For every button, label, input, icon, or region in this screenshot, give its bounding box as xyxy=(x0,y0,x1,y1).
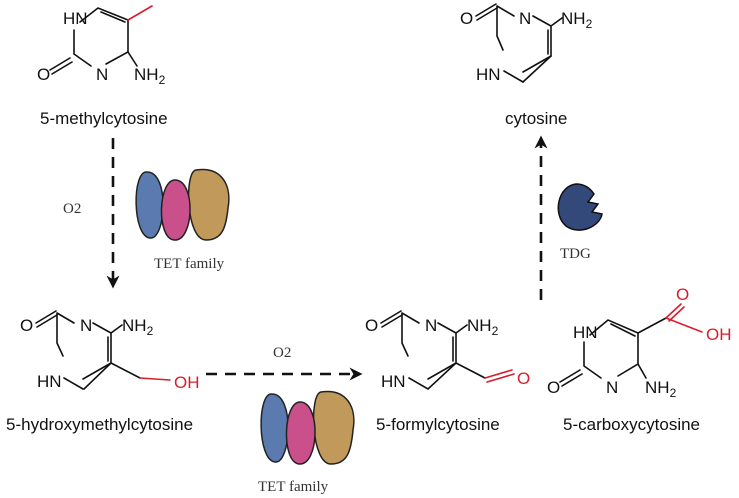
label-5-formylcytosine: 5-formylcytosine xyxy=(376,415,500,434)
double-bond xyxy=(610,323,636,337)
carboxyl-bonds xyxy=(665,303,703,333)
carbonyl-bond xyxy=(35,310,58,328)
tet-enzyme-icon xyxy=(135,168,230,241)
atom-nh2: NH2 xyxy=(561,9,593,31)
atom-n: N xyxy=(80,316,92,335)
atom-hn: HN xyxy=(63,9,88,28)
ring-bonds xyxy=(408,362,457,390)
atom-nh2: NH2 xyxy=(467,316,499,338)
cofactor-o2-step1: O2 xyxy=(63,201,81,217)
ring-bonds xyxy=(427,322,457,380)
molecule-5-carboxycytosine: O OH HN O N NH2 xyxy=(547,285,732,400)
atom-aldehyde-o: O xyxy=(517,369,530,388)
atom-oh: OH xyxy=(174,373,200,392)
atom-o: O xyxy=(547,378,560,397)
substituent-bonds xyxy=(637,317,667,379)
atom-carboxyl-o: O xyxy=(676,285,689,304)
atom-hn: HN xyxy=(381,372,406,391)
methyl-bond xyxy=(127,5,153,21)
tet-enzyme-icon xyxy=(260,390,355,465)
aldehyde-bond xyxy=(484,369,515,383)
molecule-5-methylcytosine: HN O N NH2 xyxy=(37,5,166,87)
ring-bonds xyxy=(589,319,639,377)
carbonyl-bond xyxy=(49,57,73,75)
atom-n: N xyxy=(606,378,618,397)
substituent-bonds xyxy=(110,324,141,379)
atom-n: N xyxy=(425,316,437,335)
atom-carboxyl-oh: OH xyxy=(706,325,732,344)
tdg-enzyme-icon xyxy=(557,183,603,231)
label-5-hydroxymethylcytosine: 5-hydroxymethylcytosine xyxy=(6,415,193,434)
ring-bonds xyxy=(401,312,420,357)
atom-o: O xyxy=(460,9,473,28)
enzyme-label-tdg: TDG xyxy=(560,246,591,262)
label-5-methylcytosine: 5-methylcytosine xyxy=(40,109,168,128)
enzyme-label-step1: TET family xyxy=(154,256,225,272)
carbonyl-bond xyxy=(475,3,498,21)
atom-n: N xyxy=(96,65,108,84)
substituent-bonds xyxy=(455,324,486,379)
amine-bond xyxy=(127,51,138,67)
ring-bonds xyxy=(79,7,129,65)
atom-nh2: NH2 xyxy=(134,65,166,87)
ring-bonds xyxy=(583,341,602,379)
label-cytosine: cytosine xyxy=(505,109,567,128)
atom-n: N xyxy=(519,9,531,28)
atom-hn: HN xyxy=(573,323,598,342)
ring-bonds xyxy=(73,29,92,67)
atom-nh2: NH2 xyxy=(645,378,677,400)
atom-o: O xyxy=(20,316,33,335)
atom-hn: HN xyxy=(476,65,501,84)
carbonyl-bond xyxy=(380,310,403,328)
atom-nh2: NH2 xyxy=(122,316,154,338)
ring-bonds xyxy=(63,322,112,390)
label-5-carboxycytosine: 5-carboxycytosine xyxy=(563,415,700,434)
ring-bonds xyxy=(496,5,515,51)
hydroxymethyl-bond xyxy=(139,377,171,381)
carbonyl-bond xyxy=(559,369,583,387)
cofactor-o2-step2: O2 xyxy=(273,345,291,361)
atom-o: O xyxy=(37,65,50,84)
molecule-5-hydroxymethylcytosine: O N NH2 HN OH xyxy=(20,310,200,392)
ring-bonds xyxy=(522,17,563,83)
molecule-cytosine: O N NH2 HN xyxy=(460,3,593,84)
double-bond xyxy=(100,11,126,23)
atom-o: O xyxy=(365,316,378,335)
ring-bonds xyxy=(503,15,552,83)
enzyme-label-step2: TET family xyxy=(258,479,329,495)
atom-hn: HN xyxy=(37,372,62,391)
molecule-5-formylcytosine: O N NH2 HN O xyxy=(365,310,530,391)
ring-bonds xyxy=(56,312,75,357)
ring-bonds xyxy=(83,362,112,390)
